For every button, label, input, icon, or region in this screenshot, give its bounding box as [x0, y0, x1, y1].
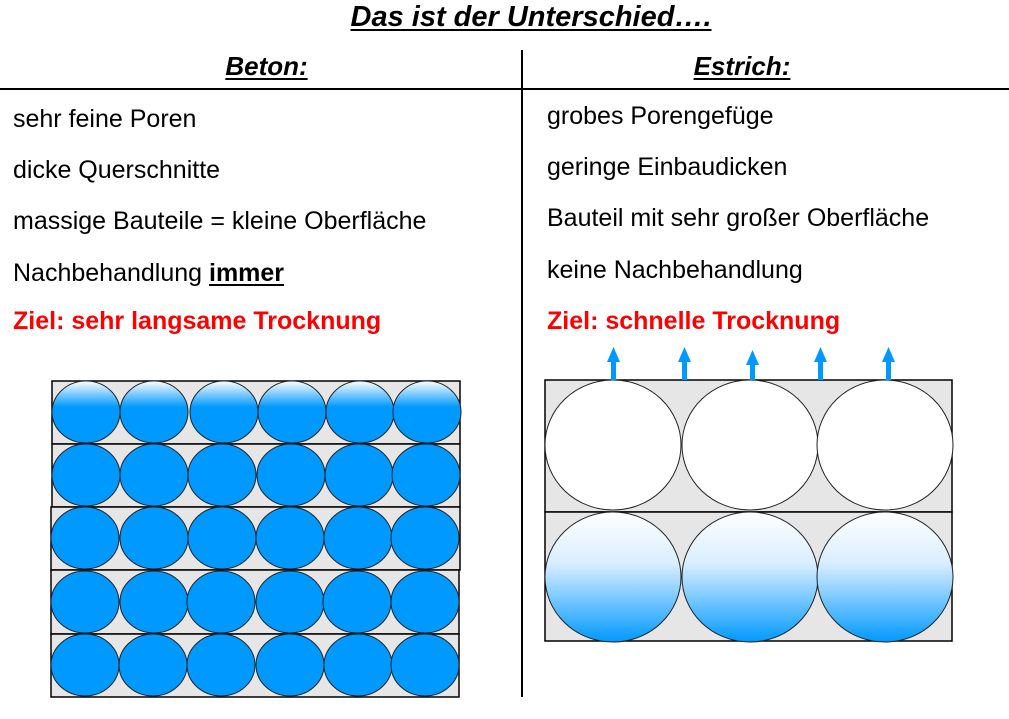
arrow-up-icon	[607, 347, 620, 380]
beton-item-4-text: Nachbehandlung	[13, 259, 209, 287]
estrich-item-4: keine Nachbehandlung	[547, 256, 803, 284]
header-divider	[0, 88, 1009, 90]
estrich-heading: Estrich:	[693, 51, 791, 81]
estrich-item-2: geringe Einbaudicken	[547, 153, 788, 181]
estrich-diagram	[544, 347, 954, 643]
beton-item-4-emphasis: immer	[209, 259, 285, 287]
beton-item-4: Nachbehandlung immer	[13, 259, 284, 288]
beton-row-5	[50, 633, 460, 698]
beton-row-4	[50, 569, 460, 635]
beton-row-2	[51, 443, 461, 508]
beton-item-3: massige Bauteile = kleine Oberfläche	[13, 207, 427, 235]
estrich-row-top	[544, 379, 954, 513]
estrich-item-1: grobes Porengefüge	[547, 102, 774, 130]
estrich-row-bottom	[544, 511, 954, 643]
column-divider	[521, 50, 523, 697]
arrow-up-icon	[814, 347, 827, 380]
page-title: Das ist der Unterschied….	[350, 1, 712, 33]
beton-item-1: sehr feine Poren	[13, 105, 197, 133]
beton-item-2: dicke Querschnitte	[13, 156, 221, 184]
beton-row-3	[50, 506, 461, 571]
beton-row-1	[51, 380, 462, 445]
arrow-up-icon	[882, 347, 895, 380]
estrich-item-3: Bauteil mit sehr großer Oberfläche	[547, 204, 930, 232]
arrow-up-icon	[746, 350, 759, 380]
arrow-up-icon	[678, 347, 691, 380]
beton-diagram	[50, 380, 462, 698]
estrich-goal: Ziel: schnelle Trocknung	[547, 307, 841, 335]
beton-heading: Beton:	[225, 51, 308, 81]
beton-goal: Ziel: sehr langsame Trocknung	[13, 307, 382, 335]
evaporation-arrows	[607, 347, 895, 380]
